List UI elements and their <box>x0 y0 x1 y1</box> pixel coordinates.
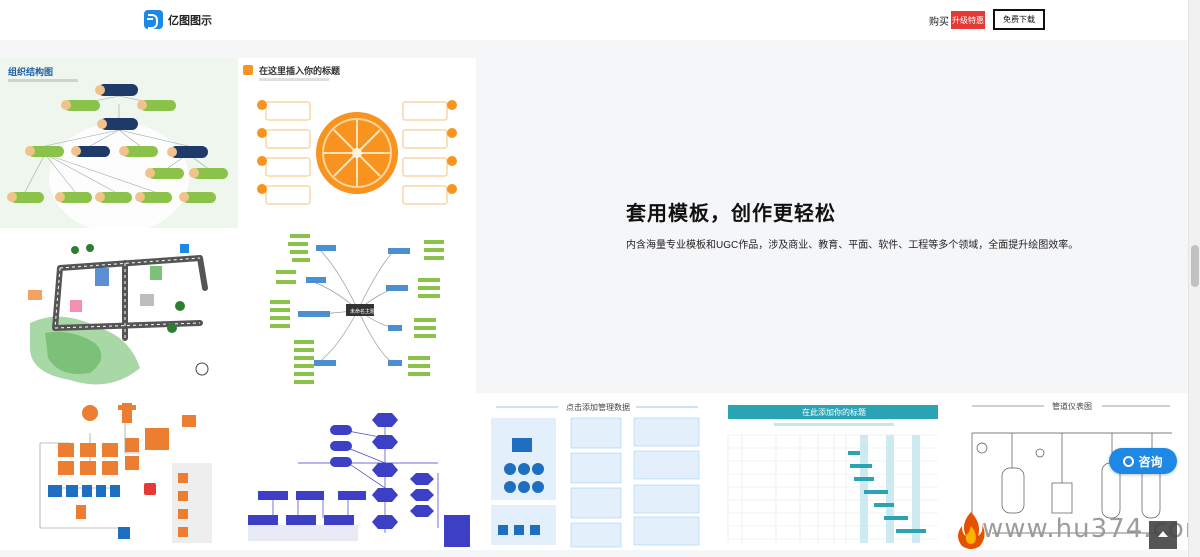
buy-link[interactable]: 购买 <box>929 17 949 28</box>
hero-title: 套用模板，创作更轻松 <box>626 203 836 225</box>
org-chart-title: 组织结构图 <box>8 66 53 77</box>
watermark: www.hu374.com <box>956 510 1200 550</box>
process-diagram-title: 点击添加管理数据 <box>566 402 630 412</box>
logo[interactable]: 亿图图示 <box>144 10 212 29</box>
orange-infographic-title: 在这里插入你的标题 <box>259 65 341 76</box>
template-aws-architecture[interactable] <box>0 393 238 550</box>
process-diagram-preview: 点击添加管理数据 <box>491 402 700 548</box>
template-gantt-chart[interactable]: 在此添加你的标题 <box>714 393 952 550</box>
page-scrollbar[interactable] <box>1188 0 1200 557</box>
orange-infographic-preview: 在这里插入你的标题 <box>243 65 457 205</box>
logo-text: 亿图图示 <box>168 14 212 27</box>
mind-map-center-topic: 未命名主题 <box>350 308 375 315</box>
gantt-chart-title: 在此添加你的标题 <box>802 407 866 417</box>
top-nav: 亿图图示 购买 升级特惠 免费下载 <box>0 0 1188 40</box>
template-flowchart[interactable] <box>238 393 476 550</box>
back-to-top-button[interactable] <box>1149 521 1177 549</box>
template-orange-infographic[interactable]: 在这里插入你的标题 <box>238 58 476 228</box>
flowchart-preview <box>248 413 470 547</box>
edraw-logo-icon <box>144 10 163 29</box>
mind-map-preview: 未命名主题 <box>270 234 444 384</box>
scrollbar-thumb[interactable] <box>1191 245 1199 287</box>
aws-architecture-preview <box>39 403 212 543</box>
template-city-map[interactable] <box>0 228 238 393</box>
template-process-diagram[interactable]: 点击添加管理数据 <box>476 393 714 550</box>
flame-icon <box>958 512 985 549</box>
consult-label: 咨询 <box>1138 454 1163 469</box>
gantt-chart-preview: 在此添加你的标题 <box>727 405 938 543</box>
pid-diagram-title: 管道仪表图 <box>1052 401 1092 411</box>
city-map-preview <box>28 244 209 385</box>
hero-description: 内含海量专业模板和UGC作品，涉及商业、教育、平面、软件、工程等多个领域，全面提… <box>626 240 1079 251</box>
free-download-button[interactable]: 免费下载 <box>993 9 1045 30</box>
pid-diagram-preview: 管道仪表图 <box>971 401 1172 534</box>
template-org-chart[interactable]: 组织结构图 <box>0 58 238 228</box>
upgrade-badge[interactable]: 升级特惠 <box>951 11 985 29</box>
consult-button[interactable]: 咨询 <box>1109 448 1177 474</box>
template-mind-map[interactable]: 未命名主题 <box>238 228 476 393</box>
chat-bubble-icon <box>1123 455 1135 467</box>
org-chart-preview: 组织结构图 <box>7 66 228 228</box>
